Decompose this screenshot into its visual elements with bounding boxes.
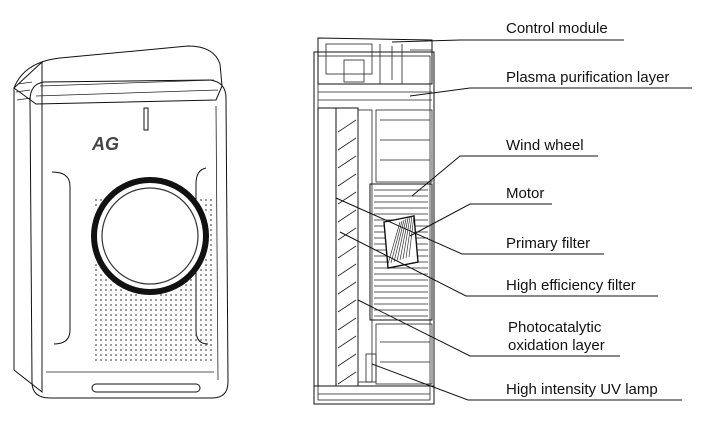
label-uv-lamp: High intensity UV lamp xyxy=(506,381,658,398)
bottom-slot xyxy=(91,383,201,393)
indicator-light xyxy=(143,107,149,131)
labels: Control module Plasma purification layer… xyxy=(506,20,669,398)
label-photocatalytic-line2: oxidation layer xyxy=(508,337,605,354)
label-photocatalytic-line1: Photocatalytic xyxy=(508,319,602,336)
brand-logo: AG xyxy=(91,134,119,154)
purifier-cross-section xyxy=(313,37,435,405)
label-primary-filter: Primary filter xyxy=(506,235,590,252)
leader-lines xyxy=(335,39,692,401)
label-high-efficiency-filter: High efficiency filter xyxy=(506,277,636,294)
dot-grille xyxy=(95,199,212,361)
label-plasma-purification-layer: Plasma purification layer xyxy=(506,69,669,86)
label-motor: Motor xyxy=(506,185,544,202)
label-control-module: Control module xyxy=(506,20,608,37)
label-wind-wheel: Wind wheel xyxy=(506,137,584,154)
purifier-exterior: AG xyxy=(13,45,229,399)
